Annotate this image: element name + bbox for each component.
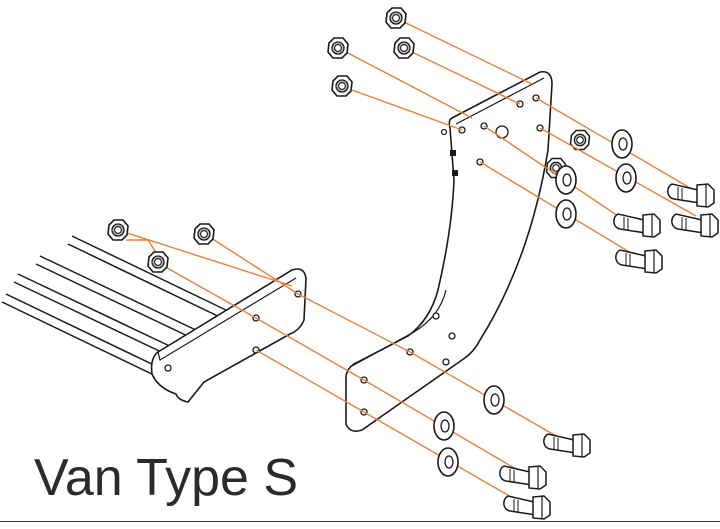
lower-nuts: [107, 219, 215, 273]
flange-nut: [393, 37, 415, 59]
leader-lines: [123, 21, 697, 509]
washer: [611, 129, 633, 159]
upper-nuts: [327, 7, 415, 97]
lower-bolts: [499, 433, 591, 520]
washer: [437, 447, 459, 477]
bolt: [499, 465, 547, 490]
diagram-title: Van Type S: [34, 449, 299, 507]
bolt: [503, 495, 551, 520]
upper-washers: [555, 129, 637, 229]
washer: [433, 411, 455, 441]
flange-nut: [147, 251, 169, 273]
lower-bracket: [150, 268, 307, 403]
bolt: [615, 249, 663, 274]
flange-nut: [327, 37, 349, 59]
bolt: [543, 433, 591, 458]
upper-bolts: [613, 183, 719, 274]
flange-nut: [331, 75, 353, 97]
washer: [483, 385, 505, 415]
washer: [555, 165, 577, 195]
flange-nut: [193, 223, 215, 245]
lower-washers: [433, 385, 505, 477]
bolt: [613, 213, 661, 238]
flange-nut: [107, 219, 129, 241]
rails: [1, 235, 231, 377]
washer: [615, 163, 637, 193]
flange-nut: [385, 7, 407, 29]
washer: [555, 199, 577, 229]
bottom-divider: [0, 521, 720, 522]
bolt: [671, 213, 719, 238]
